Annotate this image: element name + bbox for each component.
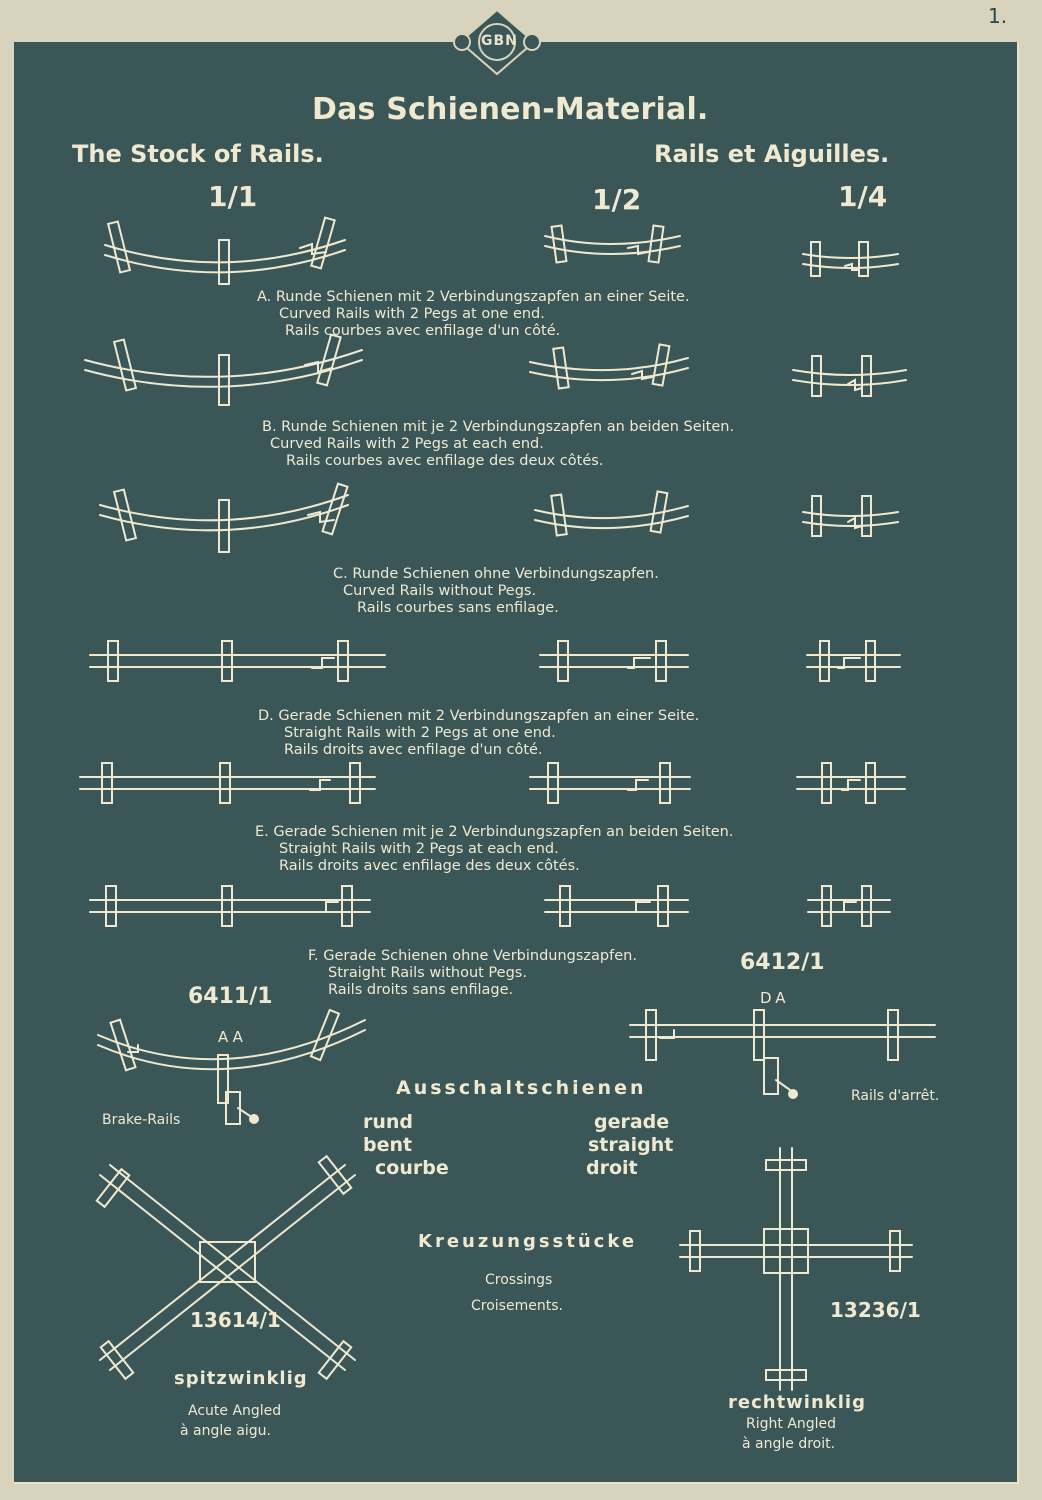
rail-d-quarter [806, 640, 901, 682]
page-title: Das Schienen-Material. [312, 92, 709, 127]
rail-f-quarter [807, 885, 891, 927]
acute-en: Acute Angled [188, 1403, 282, 1419]
rail-d-full [89, 640, 386, 682]
brake-bent-en: bent [363, 1134, 413, 1156]
rail-b-quarter [792, 355, 907, 397]
brake-straight-de: gerade [594, 1111, 670, 1133]
caption-b: B. Runde Schienen mit je 2 Verbindungsza… [262, 419, 734, 470]
crossings-en: Crossings [485, 1272, 553, 1288]
brake-left-number: 6411/1 [188, 984, 273, 1009]
rail-a-quarter [802, 241, 899, 277]
rail-e-full [79, 762, 376, 804]
caption-f: F. Gerade Schienen ohne Verbindungszapfe… [308, 948, 637, 999]
brake-right-code: DA [760, 989, 790, 1007]
subtitle-french: Rails et Aiguilles. [654, 140, 890, 168]
scale-quarter: 1/4 [838, 180, 888, 213]
crossings-heading: Kreuzungsstücke [418, 1231, 638, 1252]
acute-de: spitzwinklig [174, 1368, 308, 1389]
rail-b-full [84, 333, 363, 406]
right-fr: à angle droit. [742, 1436, 836, 1452]
caption-f-fr: Rails droits sans enfilage. [328, 982, 514, 998]
brake-bent-de: rund [363, 1111, 414, 1133]
brake-rail-straight [629, 1009, 936, 1099]
caption-b-en: Curved Rails with 2 Pegs at each end. [270, 436, 544, 452]
acute-number: 13614/1 [190, 1308, 281, 1332]
caption-a-fr: Rails courbes avec enfilage d'un côté. [285, 323, 561, 339]
brake-rail-curved [97, 1008, 366, 1125]
brake-straight-fr: droit [586, 1157, 638, 1179]
rail-a-full [104, 216, 346, 285]
scale-full: 1/1 [208, 180, 258, 213]
rail-e-half [529, 762, 691, 804]
caption-b-fr: Rails courbes avec enfilage des deux côt… [286, 453, 604, 469]
page-number: 1. [988, 4, 1008, 28]
acute-fr: à angle aigu. [180, 1423, 271, 1439]
caption-c-en: Curved Rails without Pegs. [343, 583, 537, 599]
right-en: Right Angled [746, 1416, 837, 1432]
caption-e-de: E. Gerade Schienen mit je 2 Verbindungsz… [255, 824, 734, 840]
rail-c-quarter [802, 495, 899, 537]
crossing-right [679, 1147, 913, 1391]
right-de: rechtwinklig [728, 1392, 866, 1413]
caption-d-en: Straight Rails with 2 Pegs at one end. [284, 725, 556, 741]
rail-e-quarter [796, 762, 906, 804]
caption-b-de: B. Runde Schienen mit je 2 Verbindungsza… [262, 419, 735, 435]
caption-d-de: D. Gerade Schienen mit 2 Verbindungszapf… [258, 708, 700, 724]
rail-f-full [89, 885, 371, 927]
rail-c-half [534, 490, 689, 537]
rail-f-half [544, 885, 689, 927]
scale-half: 1/2 [592, 183, 642, 216]
right-number: 13236/1 [830, 1298, 921, 1322]
rail-a-half [544, 224, 681, 264]
caption-c-fr: Rails courbes sans enfilage. [357, 600, 559, 616]
rail-b-half [529, 343, 689, 390]
caption-d-fr: Rails droits avec enfilage d'un côté. [284, 742, 543, 758]
brake-right-label: Rails d'arrêt. [851, 1088, 940, 1104]
brake-left-label: Brake-Rails [102, 1112, 181, 1128]
caption-e-en: Straight Rails with 2 Pegs at each end. [279, 841, 559, 857]
subtitle-english: The Stock of Rails. [72, 140, 324, 168]
brake-right-number: 6412/1 [740, 950, 825, 975]
brake-heading: Ausschaltschienen [396, 1077, 647, 1099]
brake-left-code: AA [218, 1028, 247, 1046]
caption-a: A. Runde Schienen mit 2 Verbindungszapfe… [257, 289, 690, 340]
caption-f-en: Straight Rails without Pegs. [328, 965, 527, 981]
caption-c: C. Runde Schienen ohne Verbindungszapfen… [333, 566, 659, 617]
caption-c-de: C. Runde Schienen ohne Verbindungszapfen… [333, 566, 659, 582]
catalog-panel [14, 42, 1019, 1484]
caption-e: E. Gerade Schienen mit je 2 Verbindungsz… [255, 824, 733, 875]
logo-text: GBN [481, 33, 518, 49]
crossing-acute [95, 1154, 356, 1381]
crossings-fr: Croisements. [471, 1298, 563, 1314]
brake-straight-en: straight [588, 1134, 674, 1156]
caption-d: D. Gerade Schienen mit 2 Verbindungszapf… [258, 708, 699, 759]
caption-a-de: A. Runde Schienen mit 2 Verbindungszapfe… [257, 289, 690, 305]
brake-bent-fr: courbe [375, 1157, 449, 1179]
caption-a-en: Curved Rails with 2 Pegs at one end. [279, 306, 545, 322]
rail-d-half [539, 640, 689, 682]
rail-c-full [99, 482, 349, 553]
caption-e-fr: Rails droits avec enfilage des deux côté… [279, 858, 580, 874]
caption-f-de: F. Gerade Schienen ohne Verbindungszapfe… [308, 948, 637, 964]
